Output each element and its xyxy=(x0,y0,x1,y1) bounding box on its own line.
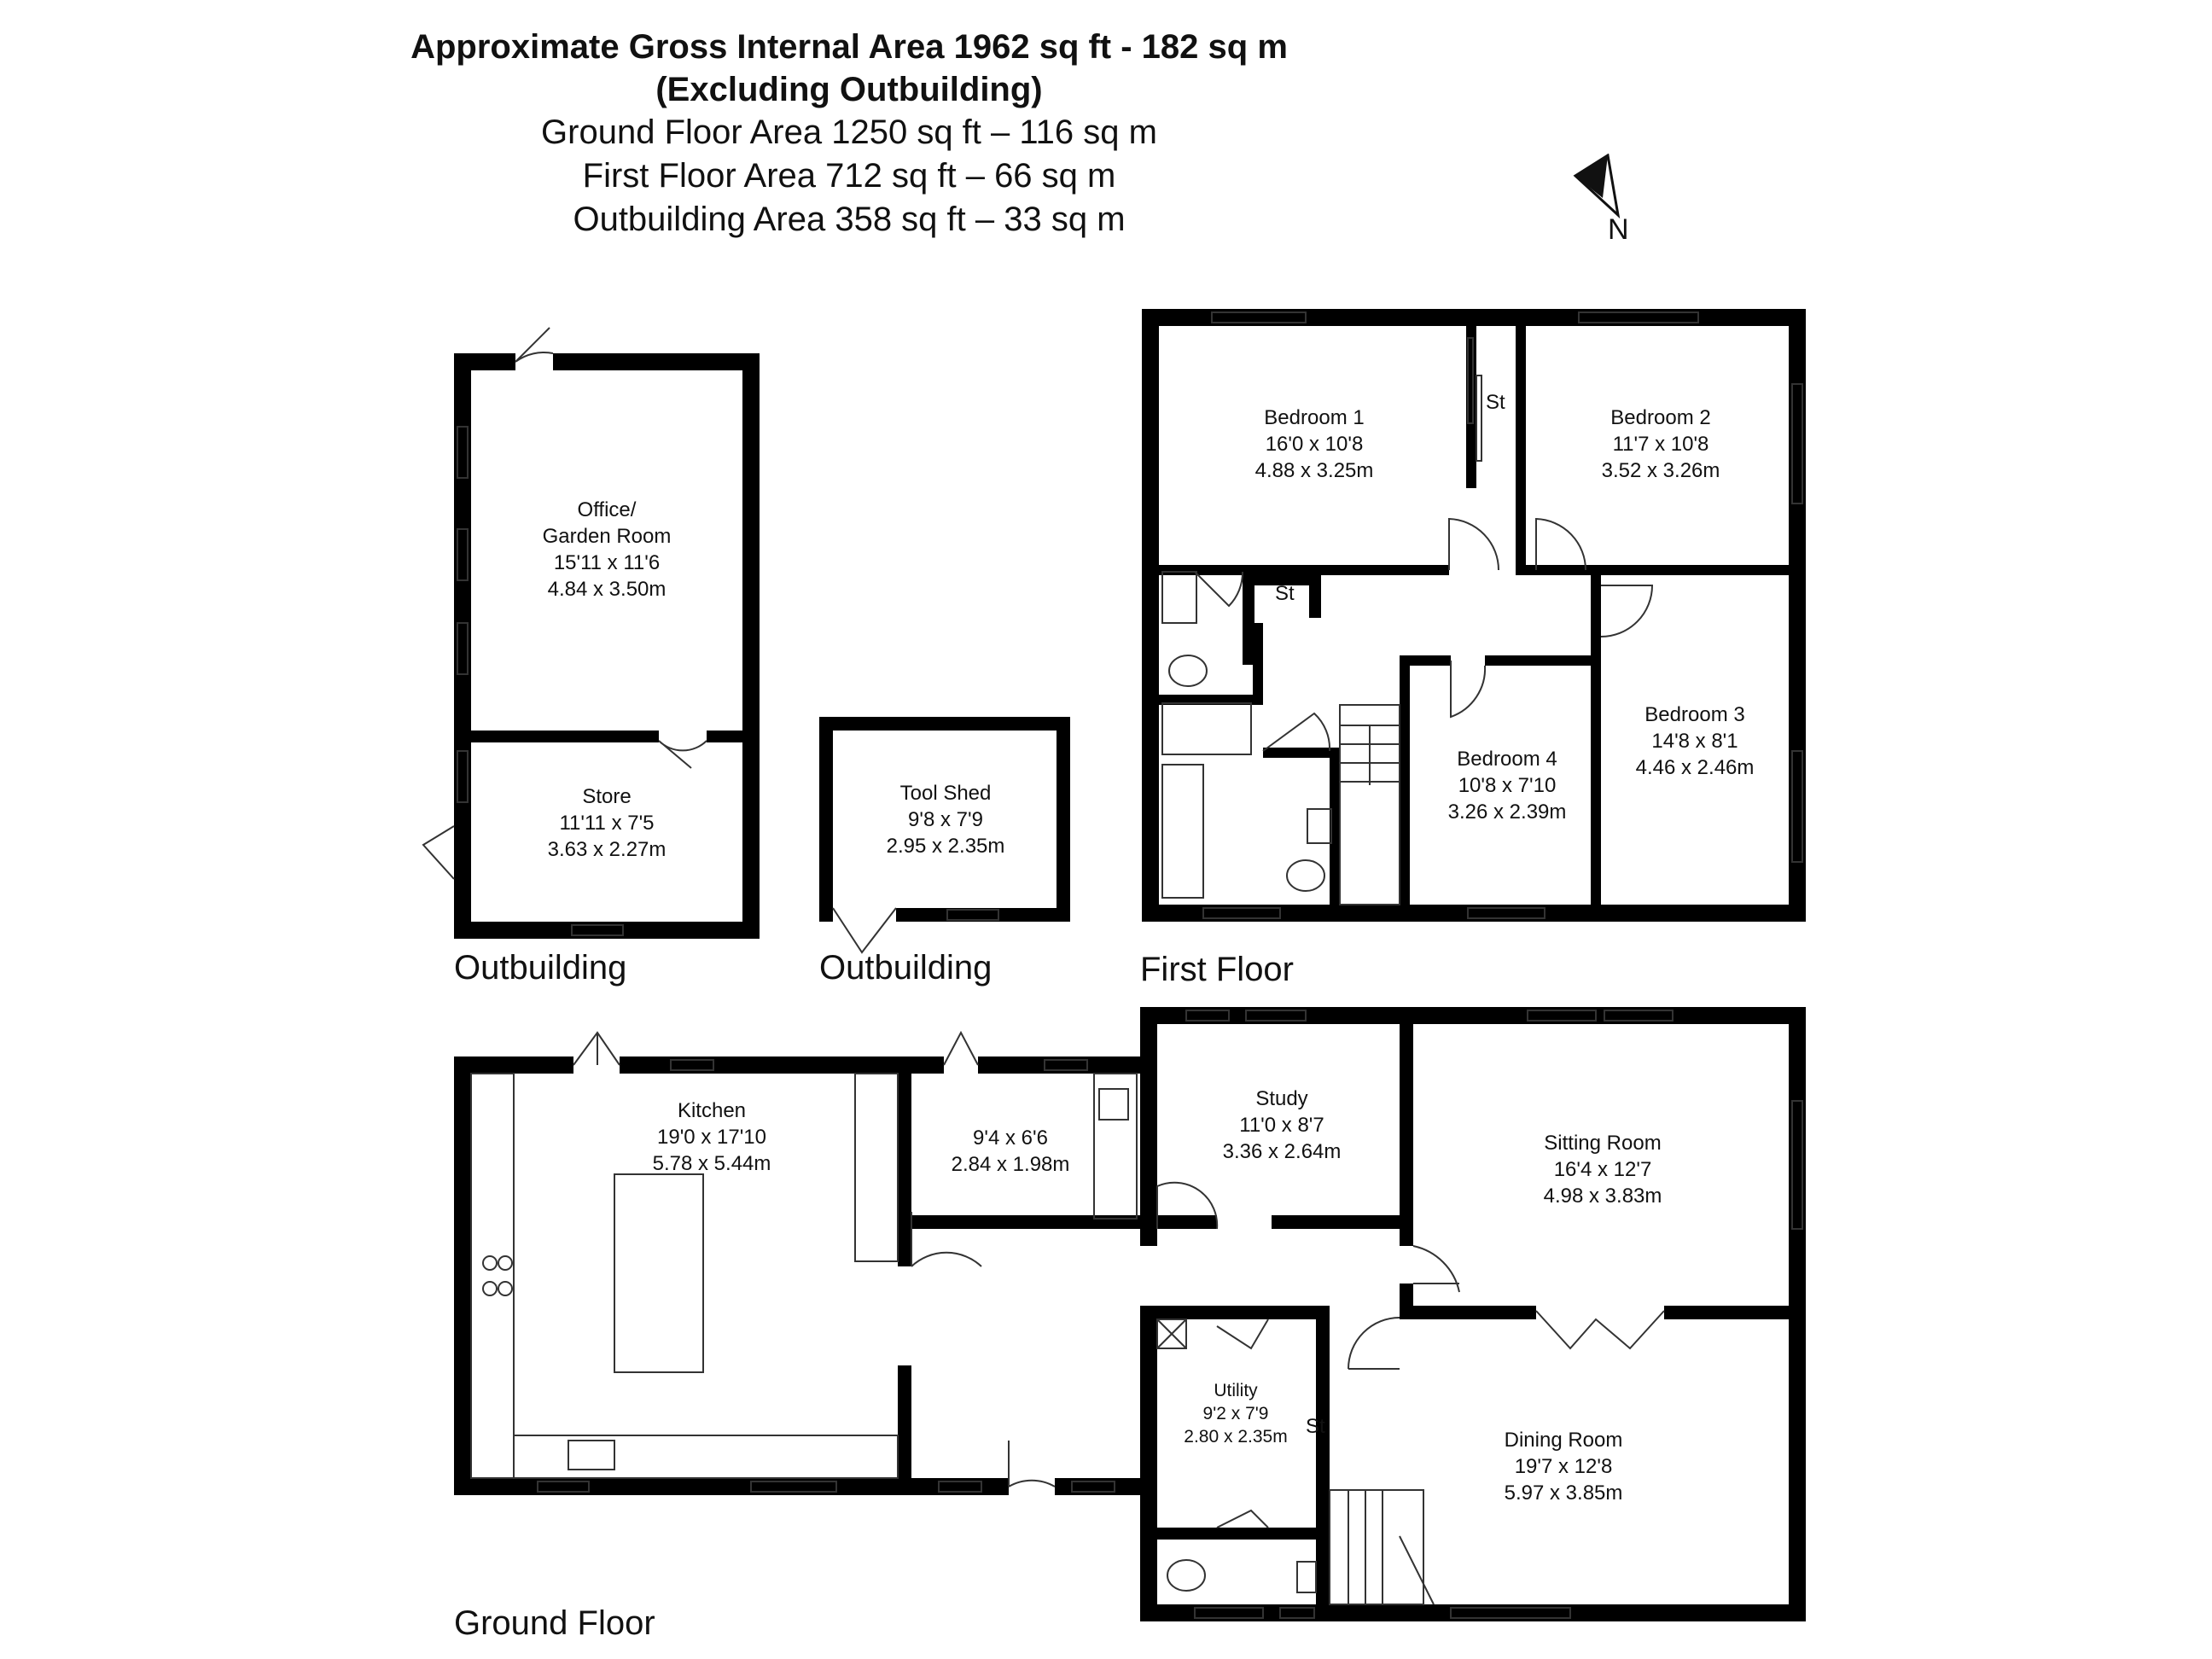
room-dim-metric: 4.88 x 3.25m xyxy=(1254,459,1374,482)
room-name: Store xyxy=(582,785,632,808)
room-rear-lobby: 9'4 x 6'6 2.84 x 1.98m xyxy=(952,1125,1070,1178)
room-name: Bedroom 3 xyxy=(1644,703,1745,726)
room-sitting: Sitting Room 16'4 x 12'7 4.98 x 3.83m xyxy=(1544,1130,1662,1209)
ground-floor-label: Ground Floor xyxy=(454,1604,655,1642)
room-name: Sitting Room xyxy=(1544,1132,1662,1155)
room-name-2: Garden Room xyxy=(542,525,672,548)
room-name: Study xyxy=(1255,1087,1308,1110)
room-dim-metric: 2.84 x 1.98m xyxy=(951,1153,1070,1176)
room-dim-imperial: 11'0 x 8'7 xyxy=(1239,1114,1324,1137)
room-utility: Utility 9'2 x 7'9 2.80 x 2.35m xyxy=(1184,1379,1287,1448)
room-dim-imperial: 14'8 x 8'1 xyxy=(1651,730,1738,753)
room-dim-metric: 5.97 x 3.85m xyxy=(1504,1481,1623,1505)
room-dining: Dining Room 19'7 x 12'8 5.97 x 3.85m xyxy=(1505,1427,1623,1506)
ground-floor-area: Ground Floor Area 1250 sq ft – 116 sq m xyxy=(541,114,1157,151)
room-name: Bedroom 2 xyxy=(1610,406,1711,429)
room-dim-metric: 4.46 x 2.46m xyxy=(1635,756,1755,779)
room-dim-imperial: 15'11 x 11'6 xyxy=(553,551,661,574)
room-study: Study 11'0 x 8'7 3.36 x 2.64m xyxy=(1223,1086,1342,1165)
store-label-bedroom1: St xyxy=(1486,391,1505,414)
room-name: Dining Room xyxy=(1504,1429,1623,1452)
room-dim-metric: 3.52 x 3.26m xyxy=(1601,459,1720,482)
room-dim-metric: 3.26 x 2.39m xyxy=(1447,800,1567,824)
room-name: Tool Shed xyxy=(899,782,992,805)
room-dim-metric: 4.84 x 3.50m xyxy=(547,578,667,601)
room-dim-metric: 3.63 x 2.27m xyxy=(547,838,667,861)
room-bedroom1: Bedroom 1 16'0 x 10'8 4.88 x 3.25m xyxy=(1255,405,1374,484)
room-dim-imperial: 9'2 x 7'9 xyxy=(1202,1404,1269,1423)
area-header: Approximate Gross Internal Area 1962 sq … xyxy=(0,26,1698,242)
first-floor-label: First Floor xyxy=(1140,951,1294,988)
room-dim-metric: 2.80 x 2.35m xyxy=(1184,1427,1288,1447)
excluding-note: (Excluding Outbuilding) xyxy=(655,71,1043,108)
outbuilding-label-1: Outbuilding xyxy=(454,949,627,987)
room-office: Office/ Garden Room 15'11 x 11'6 4.84 x … xyxy=(543,497,672,602)
north-arrow-icon xyxy=(1573,153,1621,219)
fixtures xyxy=(422,311,1803,1619)
room-dim-metric: 2.95 x 2.35m xyxy=(886,835,1005,858)
room-name: Bedroom 4 xyxy=(1457,748,1557,771)
room-dim-metric: 4.98 x 3.83m xyxy=(1543,1185,1662,1208)
outbuilding-label-2: Outbuilding xyxy=(819,949,992,987)
compass: N xyxy=(1569,153,1629,247)
room-dim-imperial: 16'4 x 12'7 xyxy=(1553,1158,1652,1181)
room-name: Utility xyxy=(1214,1381,1258,1400)
room-name: Bedroom 1 xyxy=(1264,406,1365,429)
room-store: Store 11'11 x 7'5 3.63 x 2.27m xyxy=(548,783,667,863)
room-dim-imperial: 19'7 x 12'8 xyxy=(1514,1455,1613,1478)
gross-area-title: Approximate Gross Internal Area 1962 sq … xyxy=(410,28,1288,66)
room-dim-imperial: 9'4 x 6'6 xyxy=(973,1126,1048,1150)
room-name: Office/ xyxy=(577,498,637,521)
room-dim-imperial: 11'11 x 7'5 xyxy=(559,812,655,835)
store-label-landing: St xyxy=(1275,582,1295,605)
outbuilding-area: Outbuilding Area 358 sq ft – 33 sq m xyxy=(573,201,1126,238)
room-bedroom2: Bedroom 2 11'7 x 10'8 3.52 x 3.26m xyxy=(1602,405,1720,484)
room-dim-imperial: 16'0 x 10'8 xyxy=(1265,433,1364,456)
first-floor-area: First Floor Area 712 sq ft – 66 sq m xyxy=(582,157,1116,195)
room-toolshed: Tool Shed 9'8 x 7'9 2.95 x 2.35m xyxy=(887,780,1005,859)
room-dim-imperial: 19'0 x 17'10 xyxy=(657,1126,766,1149)
room-dim-imperial: 11'7 x 10'8 xyxy=(1612,433,1709,456)
room-bedroom3: Bedroom 3 14'8 x 8'1 4.46 x 2.46m xyxy=(1636,701,1755,781)
room-kitchen: Kitchen 19'0 x 17'10 5.78 x 5.44m xyxy=(653,1097,771,1177)
room-dim-imperial: 10'8 x 7'10 xyxy=(1458,774,1557,797)
room-dim-metric: 5.78 x 5.44m xyxy=(652,1152,771,1175)
north-label: N xyxy=(1608,213,1629,246)
room-dim-imperial: 9'8 x 7'9 xyxy=(908,808,983,831)
store-label-utility: St xyxy=(1306,1415,1325,1438)
room-dim-metric: 3.36 x 2.64m xyxy=(1222,1140,1342,1163)
room-bedroom4: Bedroom 4 10'8 x 7'10 3.26 x 2.39m xyxy=(1448,746,1567,825)
room-name: Kitchen xyxy=(677,1099,747,1122)
